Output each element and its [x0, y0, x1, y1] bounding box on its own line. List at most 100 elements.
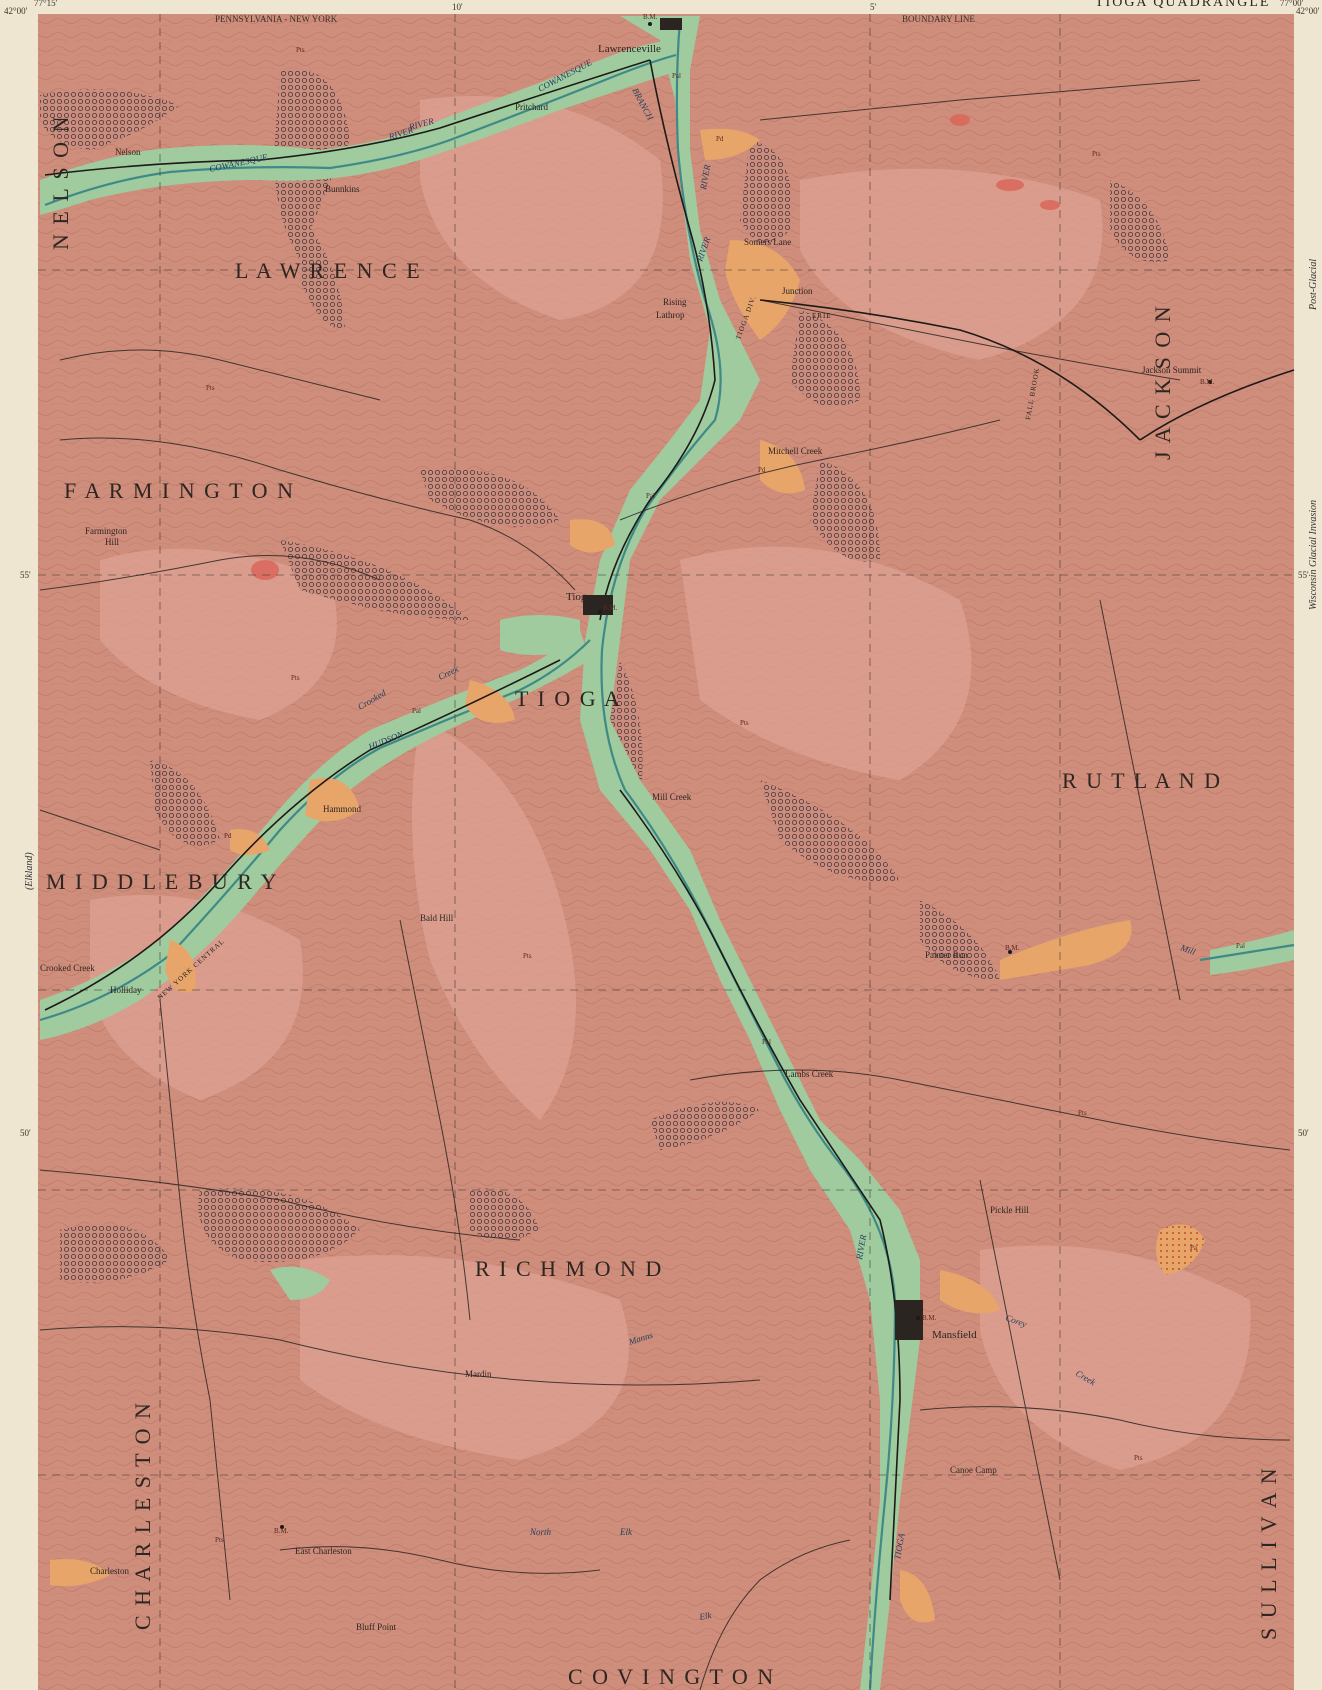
place-east-charleston: East Charleston	[295, 1546, 352, 1556]
benchmark-jackson-summit: B.M.	[1200, 378, 1215, 386]
glacial-deposits	[50, 128, 1132, 1623]
place-bald-hill: Bald Hill	[420, 913, 454, 923]
valley-alluvium	[40, 16, 1294, 1690]
place-pickle-hill: Pickle Hill	[990, 1205, 1029, 1215]
quadrangle-name: TIOGA QUADRANGLE	[1095, 0, 1271, 10]
benchmark-mansfield: B.M.	[922, 1314, 937, 1322]
stream-tioga-river-2: RIVER	[694, 235, 712, 263]
unit-pal-4: Pal	[762, 1038, 771, 1046]
stream-north: North	[529, 1527, 552, 1537]
unit-pts-6: Pts	[523, 952, 532, 960]
benchmark-lawrenceville: B.M.	[643, 13, 658, 21]
unit-pal-1: Pal	[672, 72, 681, 80]
unit-pal-2: Pal	[646, 492, 655, 500]
unit-pd-1: Pd	[716, 135, 724, 143]
railroad-nyc: NEW YORK CENTRAL	[156, 937, 226, 1001]
place-holliday: Holliday	[110, 985, 142, 995]
place-nelson: Nelson	[115, 147, 141, 157]
lon-top-right: 77°00'	[1280, 0, 1304, 8]
place-farmington-hill-2: Hill	[105, 537, 120, 547]
township-charleston: C H A R L E S T O N	[130, 1401, 155, 1630]
benchmark-symbols	[280, 22, 1212, 1529]
state-boundary-label: PENNSYLVANIA - NEW YORK	[215, 14, 338, 24]
unit-pts-4: Pts	[291, 674, 300, 682]
place-lawrenceville: Lawrenceville	[598, 43, 661, 55]
place-tioga: Tioga	[566, 591, 591, 603]
boundary-line-label: BOUNDARY LINE	[902, 14, 975, 24]
stream-corey: Corey	[1004, 1312, 1028, 1329]
place-canoe-camp: Canoe Camp	[950, 1465, 997, 1475]
red-outcrops	[251, 114, 1060, 580]
place-charleston: Charleston	[90, 1566, 129, 1576]
township-nelson: N E L S O N	[48, 115, 73, 250]
stream-tioga-lower: TIOGA	[892, 1532, 907, 1560]
place-lathrop: Lathrop	[656, 310, 685, 320]
stream-tioga-river-3: RIVER	[854, 1234, 868, 1262]
lat-50-right: 50'	[1298, 1128, 1309, 1138]
township-tioga: T I O G A	[515, 686, 622, 711]
stream-corey-creek: Creek	[1074, 1368, 1098, 1388]
place-farmington-hill-1: Farmington	[85, 526, 127, 536]
unit-pts-2: Pts	[1092, 150, 1101, 158]
place-mansfield: Mansfield	[932, 1329, 977, 1341]
stream-creek: Creek	[437, 663, 461, 681]
unit-pd-2: Pd	[224, 832, 232, 840]
stream-cowanesque-2: COWANESQUE	[536, 57, 594, 94]
township-lawrence: L A W R E N C E	[235, 258, 422, 283]
unit-pal-5: Pal	[1236, 942, 1245, 950]
lat-55-right: 55'	[1298, 570, 1309, 580]
place-lambs-creek: Lambs Creek	[785, 1069, 834, 1079]
stream-crooked: Crooked	[356, 687, 388, 711]
railroad-erie: ERIE	[812, 312, 832, 320]
unit-pa-1: Pa	[1190, 1244, 1198, 1252]
place-somers-lane: Somers Lane	[744, 237, 791, 247]
upland-light-patches	[90, 96, 1251, 1470]
place-jackson-summit: Jackson Summit	[1142, 365, 1202, 375]
township-jackson: J A C K S O N	[1150, 304, 1175, 460]
stream-branch: BRANCH	[630, 86, 655, 122]
place-junction: Junction	[782, 286, 813, 296]
township-richmond: R I C H M O N D	[475, 1256, 663, 1281]
stream-elk: Elk	[619, 1527, 633, 1537]
benchmark-east-charleston: B.M.	[274, 1527, 289, 1535]
stream-cowanesque-1: COWANESQUE	[208, 152, 269, 174]
elkland-note: (Elkland)	[24, 852, 35, 890]
place-bluff-point: Bluff Point	[356, 1622, 397, 1632]
place-mill-creek: Mill Creek	[652, 792, 692, 802]
unit-pts-9: Pts	[215, 1536, 224, 1544]
railroad-fall-brook: FALL BROOK	[1024, 367, 1041, 421]
stream-hudson: HUDSON	[366, 729, 405, 753]
unit-pts-8: Pts	[1134, 1454, 1143, 1462]
benchmark-painter-run: B.M.	[1005, 944, 1020, 952]
lon-5: 5'	[870, 2, 877, 12]
unit-pd-3: Pd	[758, 466, 766, 474]
lat-50-left: 50'	[20, 1128, 31, 1138]
township-rutland: R U T L A N D	[1062, 768, 1222, 793]
lon-top-left: 77°15'	[34, 0, 58, 8]
lon-10: 10'	[452, 2, 463, 12]
wisconsin-glacial-note: Wisconsin Glacial Invasion	[1308, 500, 1319, 610]
place-hammond: Hammond	[323, 804, 361, 814]
post-glacial-note: Post-Glacial	[1308, 259, 1319, 311]
roads	[39, 79, 1291, 1690]
unit-pts-7: Pts	[1078, 1109, 1087, 1117]
lat-55-left: 55'	[20, 570, 31, 580]
stream-mill: Mill	[1178, 942, 1197, 957]
place-bunnkins: Bunnkins	[325, 184, 360, 194]
place-painter-run: Painter Run	[925, 950, 968, 960]
stream-manns: Manns	[627, 1330, 655, 1348]
lat-top-left: 42°00'	[4, 6, 28, 16]
stream-elk-run: Elk	[698, 1610, 714, 1622]
lat-top-right: 42°00'	[1296, 6, 1320, 16]
place-mardin: Mardin	[465, 1369, 492, 1379]
township-middlebury: M I D D L E B U R Y	[46, 869, 279, 894]
railroad-tioga-div: TIOGA DIV.	[734, 294, 757, 340]
stream-river-2: RIVER	[407, 116, 435, 133]
town-blocks	[583, 18, 923, 1340]
township-sullivan: S U L L I V A N	[1256, 1466, 1281, 1640]
unit-pal-3: Pal	[412, 707, 421, 715]
place-crooked-creek: Crooked Creek	[40, 963, 95, 973]
stream-tioga-river-1: RIVER	[698, 164, 712, 192]
